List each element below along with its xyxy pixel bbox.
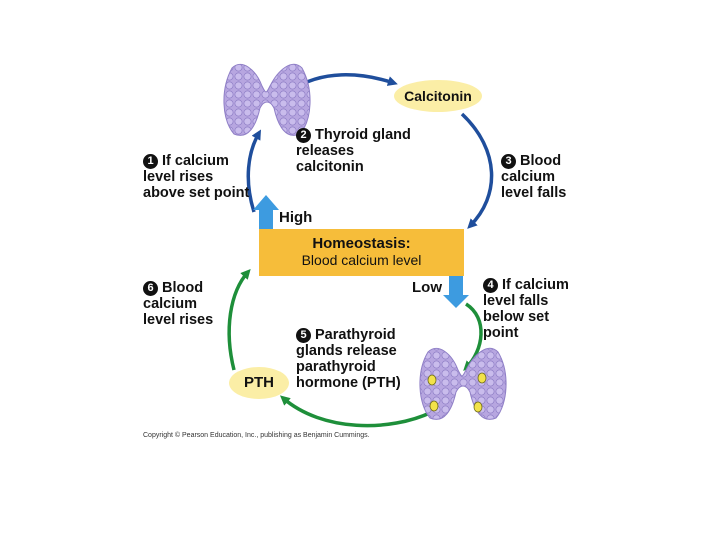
arrow-pth-to-rise — [227, 269, 251, 371]
arrow-high-to-gland — [246, 129, 262, 213]
high-label: High — [279, 209, 313, 226]
step-5-text: Parathyroid glands release parathyroid h… — [296, 327, 401, 391]
low-label: Low — [412, 279, 442, 296]
low-down-arrow — [443, 276, 469, 308]
step-3-text: Blood calcium level falls — [501, 153, 567, 201]
homeostasis-title: Homeostasis: — [312, 235, 411, 252]
homeostasis-box: Homeostasis: Blood calcium level — [259, 229, 464, 276]
high-up-arrow — [253, 195, 279, 229]
step-6-text: Blood calcium level rises — [143, 280, 214, 328]
step-6-number: 6 — [143, 281, 158, 296]
step-4-number: 4 — [483, 278, 498, 293]
step-5-number: 5 — [296, 328, 311, 343]
parathyroid-glands — [419, 347, 507, 420]
calcitonin-label: Calcitonin — [394, 80, 482, 112]
step-1-number: 1 — [143, 154, 158, 169]
step-3-number: 3 — [501, 154, 516, 169]
copyright-notice: Copyright © Pearson Education, Inc., pub… — [143, 432, 370, 439]
step-4-text: If calcium level falls below set point — [483, 277, 569, 341]
homeostasis-subtitle: Blood calcium level — [301, 252, 422, 268]
pth-label: PTH — [229, 367, 289, 399]
step-2-text: Thyroid gland releases calcitonin — [296, 127, 411, 175]
arrow-parathyroid-to-pth — [279, 395, 433, 428]
step-1-text: If calcium level rises above set point — [143, 153, 250, 201]
arrow-calcitonin-to-fall — [460, 112, 494, 229]
thyroid-gland — [223, 63, 311, 136]
step-2-number: 2 — [296, 128, 311, 143]
